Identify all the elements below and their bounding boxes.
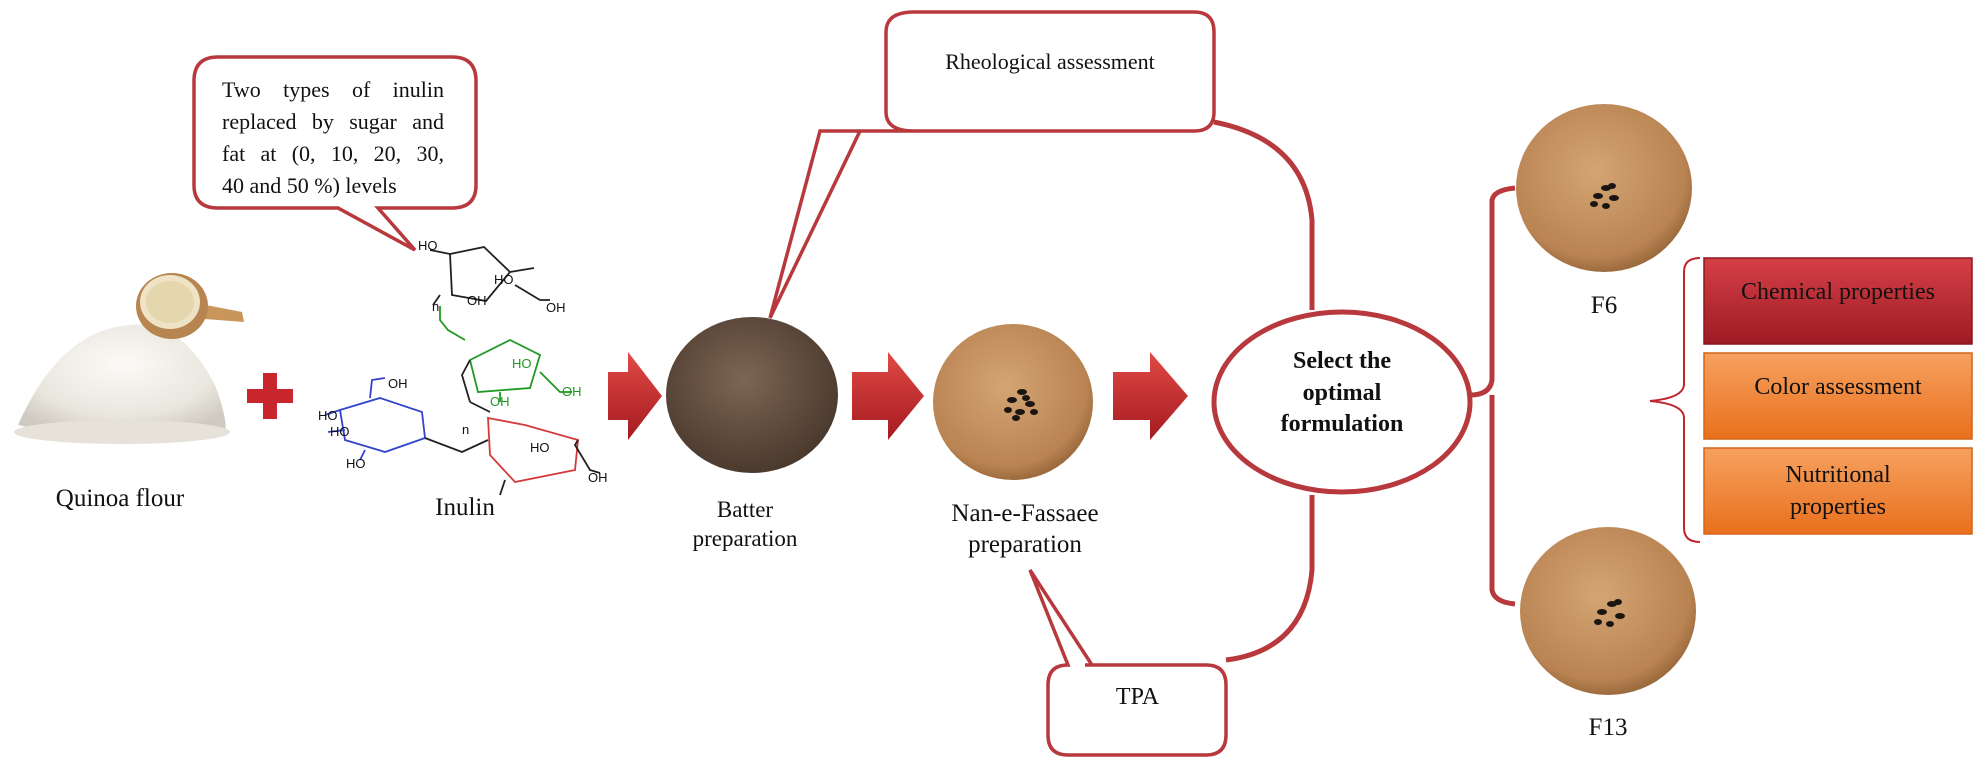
- rheological-text: Rheological assessment: [945, 49, 1155, 74]
- nutritional-properties-text: properties: [1790, 494, 1886, 520]
- nan-label-line: Nan-e-Fassaee: [951, 500, 1099, 527]
- tpa-text: TPA: [1115, 684, 1160, 710]
- results-bracket: [1469, 185, 1516, 607]
- mol-ho-label: HO: [418, 238, 438, 253]
- chemical-properties-box: [1703, 257, 1973, 345]
- f13-label: F13: [1588, 714, 1628, 741]
- inulin-note-line: Two types of inulin: [222, 77, 444, 102]
- mol-ho-label: HO: [530, 440, 550, 455]
- mol-oh-label: OH: [562, 384, 582, 399]
- inulin-note-line: 40 and 50 %) levels: [222, 172, 397, 198]
- optimal-line: optimal: [1302, 379, 1382, 406]
- mol-oh-label: OH: [388, 376, 408, 391]
- optimal-formulation-text: Select the optimal formulation: [1232, 346, 1452, 441]
- color-assessment-box: [1703, 352, 1973, 440]
- batter-label-line: Batter: [716, 497, 774, 522]
- f6-bread-image: [1516, 104, 1692, 272]
- inulin-note-line: replaced by sugar and: [222, 108, 444, 134]
- mol-ho-label: HO: [346, 456, 366, 471]
- mol-ho-label: HO: [318, 408, 338, 423]
- color-assessment-label: Color assessment: [1704, 353, 1972, 439]
- mol-ho-label: HO: [512, 356, 532, 371]
- mol-oh-label: OH: [467, 293, 487, 308]
- rheological-connector: [1213, 119, 1315, 310]
- molecule-labels: HO HO OH OH n HO OH OH OH HO HO HO HO OH…: [318, 238, 608, 485]
- mol-oh-label: OH: [588, 470, 608, 485]
- nan-label: Nan-e-Fassaee preparation: [920, 498, 1130, 561]
- mol-ho-label: HO: [494, 272, 514, 287]
- nutritional-properties-label: Nutritional properties: [1704, 448, 1972, 534]
- assessment-brace: [1649, 257, 1701, 543]
- chemical-properties-label: Chemical properties: [1704, 258, 1972, 344]
- tpa-callout: [1028, 569, 1228, 757]
- quinoa-flour-image: [14, 273, 244, 444]
- inulin-note-callout: [192, 55, 478, 252]
- f13-bread-image: [1520, 527, 1696, 695]
- inulin-molecule: [324, 246, 601, 496]
- optimal-formulation-ellipse: [1211, 309, 1473, 495]
- f6-label: F6: [1590, 292, 1618, 319]
- inulin-label: Inulin: [435, 494, 495, 521]
- chemical-properties-text: Chemical properties: [1741, 279, 1935, 305]
- mol-ho-label: HO: [330, 424, 350, 439]
- nutritional-properties-box: [1703, 447, 1973, 535]
- mol-n-label: n: [462, 422, 469, 437]
- batter-label: Batter preparation: [660, 496, 830, 554]
- mol-oh-label: OH: [546, 300, 566, 315]
- inulin-note-line: fat at (0, 10, 20, 30,: [222, 140, 444, 166]
- arrow-icon: [852, 352, 924, 440]
- mol-oh-label: OH: [490, 394, 510, 409]
- quinoa-flour-label: Quinoa flour: [55, 485, 185, 512]
- arrow-icon: [1113, 352, 1188, 440]
- nan-bread-image: [933, 324, 1093, 480]
- color-assessment-text: Color assessment: [1754, 374, 1922, 400]
- batter-label-line: preparation: [692, 525, 798, 551]
- inulin-note-text: Two types of inulin replaced by sugar an…: [222, 74, 444, 202]
- tpa-connector: [1225, 495, 1315, 663]
- arrow-icon: [608, 352, 662, 440]
- optimal-line: formulation: [1280, 411, 1404, 438]
- nutritional-properties-text: Nutritional: [1785, 461, 1891, 488]
- plus-icon: [247, 373, 293, 419]
- mol-n-label: n: [432, 299, 439, 314]
- batter-image: [666, 317, 838, 473]
- optimal-line: Select the: [1293, 348, 1391, 374]
- rheological-callout: [768, 10, 1216, 319]
- nan-label-line: preparation: [968, 531, 1082, 559]
